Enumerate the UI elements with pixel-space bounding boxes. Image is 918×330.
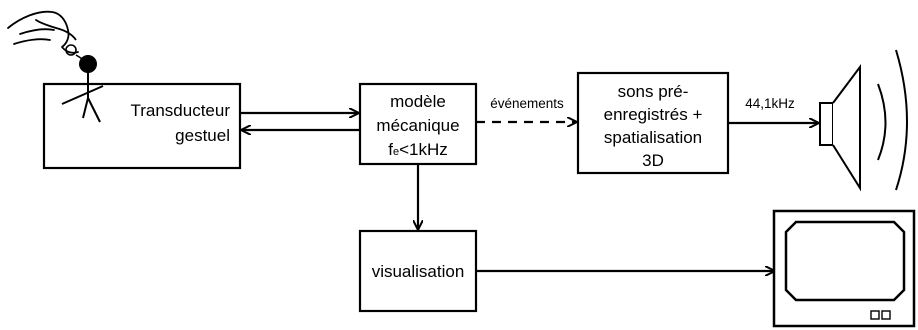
mechanical-model-label-line1: modèle [390, 92, 446, 111]
frequency-label: 44,1kHz [745, 96, 795, 111]
hand-holding-ball-icon [7, 10, 97, 73]
transducer-label-line1: Transducteur [130, 101, 230, 120]
events-label: événements [490, 96, 564, 111]
sampling-freq-value: <1kHz [399, 140, 448, 159]
monitor-icon [772, 209, 916, 328]
transducer-label-line2: gestuel [175, 126, 230, 145]
stick-figure-icon [61, 73, 104, 123]
sound-label-line3: spatialisation [604, 128, 702, 147]
mechanical-model-block: modèle mécanique fe<1kHz [358, 82, 478, 166]
sound-block: sons pré- enregistrés + spatialisation 3… [576, 71, 730, 175]
sound-label-line4: 3D [642, 151, 664, 170]
loudspeaker-icon [819, 49, 908, 192]
mechanical-model-label-line2: mécanique [376, 116, 459, 135]
sound-label-line1: sons pré- [618, 82, 689, 101]
visualisation-label: visualisation [372, 262, 465, 281]
sampling-freq-subscript: e [393, 146, 399, 158]
transducer-block: Transducteur gestuel [42, 73, 242, 170]
visualisation-block: visualisation [358, 229, 478, 313]
mechanical-model-label-line3: fe<1kHz [388, 140, 448, 159]
sound-label-line2: enregistrés + [604, 105, 703, 124]
sampling-freq-symbol: f [388, 140, 393, 159]
